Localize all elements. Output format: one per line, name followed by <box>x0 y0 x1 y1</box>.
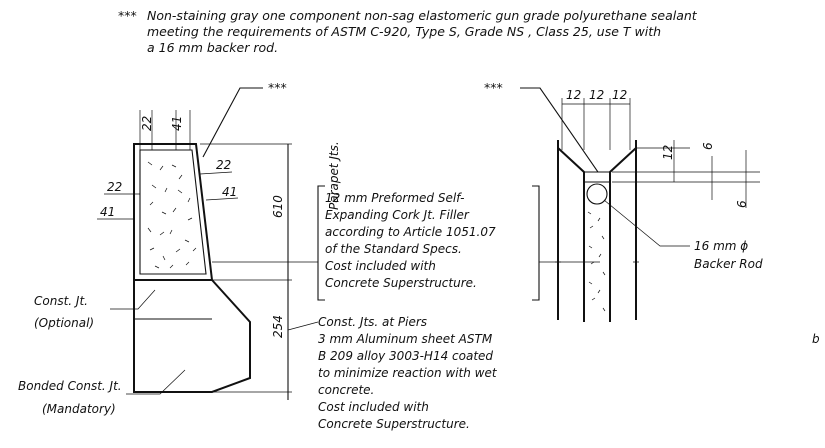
note-line-3: a 16 mm backer rod. <box>147 40 278 55</box>
filler-note-line-3: according to Article 1051.07 <box>325 225 496 239</box>
right-sealant-leader <box>520 87 599 173</box>
dim-41-top: 41 <box>170 116 184 131</box>
parapet-section: *** 22 41 22 41 22 41 <box>18 80 341 416</box>
const-jt-label: Const. Jt. <box>34 294 88 308</box>
pier-note-line-6: Cost included with <box>318 400 429 414</box>
dim-41-right: 41 <box>222 185 237 199</box>
pier-note-line-3: B 209 alloy 3003-H14 coated <box>318 349 493 363</box>
dim-41-left: 41 <box>100 205 115 219</box>
parapet-jts-label: Parapet Jts. <box>327 141 341 210</box>
dim-12-side: 12 <box>661 145 675 160</box>
left-sealant-leader <box>202 87 263 158</box>
cut-off-text: b <box>812 332 820 346</box>
parapet-base-outline <box>133 279 251 393</box>
optional-label: (Optional) <box>34 316 94 330</box>
pier-note-line-2: 3 mm Aluminum sheet ASTM <box>318 332 493 346</box>
filler-note-line-1: 12 mm Preformed Self- <box>325 191 465 205</box>
dim-12-b: 12 <box>589 88 604 102</box>
pier-note-line-5: concrete. <box>318 383 374 397</box>
note-line-1: Non-staining gray one component non-sag … <box>147 8 698 23</box>
filler-note: 12 mm Preformed Self- Expanding Cork Jt.… <box>212 185 600 301</box>
mandatory-label: (Mandatory) <box>42 402 116 416</box>
dim-610: 610 <box>271 195 285 218</box>
filler-note-line-5: Cost included with <box>325 259 436 273</box>
dim-12-c: 12 <box>612 88 627 102</box>
pier-note-line-7: Concrete Superstructure. <box>318 417 470 431</box>
dim-12-a: 12 <box>566 88 581 102</box>
dim-22-top: 22 <box>140 116 154 131</box>
dim-22-left: 22 <box>107 180 122 194</box>
pier-note: Const. Jts. at Piers 3 mm Aluminum sheet… <box>287 315 498 431</box>
joint-plan-detail: *** 12 12 12 12 6 <box>484 80 763 322</box>
note-marker: *** <box>118 8 137 23</box>
filler-note-line-6: Concrete Superstructure. <box>325 276 477 290</box>
left-sealant-marker: *** <box>268 80 287 95</box>
right-sealant-marker: *** <box>484 80 503 95</box>
right-filler-hatch <box>587 211 606 312</box>
filler-note-line-4: of the Standard Specs. <box>325 242 462 256</box>
backer-rod-size: 16 mm ϕ <box>694 239 748 253</box>
backer-rod-label: Backer Rod <box>694 257 763 271</box>
dim-6-b: 6 <box>735 200 749 208</box>
pier-note-line-1: Const. Jts. at Piers <box>318 315 427 329</box>
parapet-joint-filler <box>139 149 207 275</box>
dim-6-a: 6 <box>701 142 715 150</box>
bonded-const-jt-label: Bonded Const. Jt. <box>18 379 122 393</box>
dim-254: 254 <box>271 315 285 338</box>
note-line-2: meeting the requirements of ASTM C-920, … <box>147 24 661 39</box>
backer-rod <box>586 183 608 205</box>
filler-note-line-2: Expanding Cork Jt. Filler <box>325 208 470 222</box>
dim-22-right: 22 <box>216 158 231 172</box>
cork-filler-hatch <box>147 161 197 269</box>
pier-note-line-4: to minimize reaction with wet <box>318 366 498 380</box>
